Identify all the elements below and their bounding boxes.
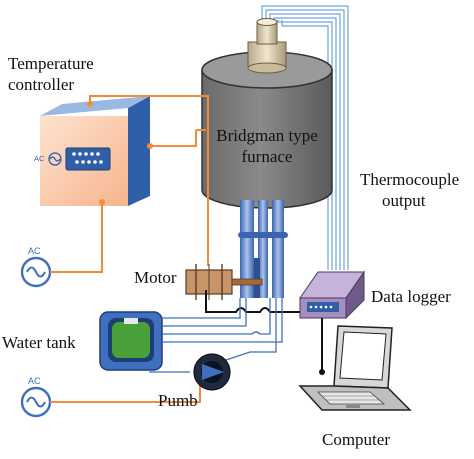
furnace-label-line2: furnace — [241, 147, 293, 166]
computer-laptop — [298, 325, 412, 411]
water-tank — [99, 311, 163, 371]
temperature-controller: AC — [34, 96, 150, 206]
water-tank-label: Water tank — [2, 333, 76, 352]
thermocouple-label-line2: output — [382, 191, 426, 210]
motor — [185, 264, 263, 300]
temperature-controller-label-line1: Temperature — [8, 54, 94, 73]
temperature-controller-label-line2: controller — [8, 75, 75, 94]
power-lines — [50, 95, 209, 403]
water-lines — [149, 298, 283, 373]
ac-label-1: AC — [28, 246, 41, 256]
ac-source-2: AC — [20, 376, 52, 418]
power-line-joints — [87, 101, 153, 205]
motor-label: Motor — [134, 268, 177, 287]
ac-label-2: AC — [28, 376, 41, 386]
furnace-top-cap — [247, 18, 287, 74]
pump — [193, 353, 231, 391]
ac-source-1: AC — [20, 246, 52, 288]
ac-label-controller: AC — [34, 154, 45, 163]
water-cooling-tubes — [238, 200, 288, 298]
data-logger-label: Data logger — [371, 287, 451, 306]
data-logger — [299, 270, 365, 320]
furnace-label-line1: Bridgman type — [216, 126, 318, 145]
pump-label: Pumb — [158, 391, 198, 410]
computer-label: Computer — [322, 430, 390, 449]
thermocouple-label-line1: Thermocouple — [360, 170, 460, 189]
